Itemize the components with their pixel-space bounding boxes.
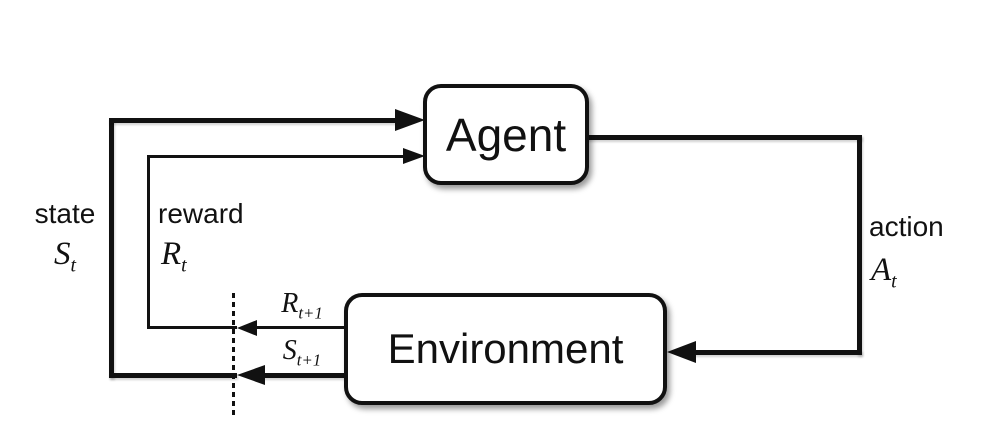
state-symbol: St bbox=[22, 236, 108, 275]
next-reward-symbol-var: R bbox=[281, 288, 299, 319]
next-reward-symbol: Rt+1 bbox=[250, 288, 354, 323]
reward-line-top-horizontal bbox=[147, 155, 405, 158]
action-symbol-subscript: t bbox=[891, 270, 897, 293]
action-line-vertical bbox=[857, 135, 862, 355]
reward-label: reward bbox=[158, 198, 244, 229]
action-line-bottom-horizontal bbox=[692, 350, 862, 355]
reward-symbol: Rt bbox=[161, 236, 187, 275]
state-symbol-subscript: t bbox=[70, 254, 77, 277]
action-symbol-var: A bbox=[871, 252, 892, 288]
environment-node: Environment bbox=[344, 293, 667, 405]
action-label: action bbox=[869, 211, 944, 242]
reward-symbol-subscript: t bbox=[181, 254, 187, 277]
agent-node: Agent bbox=[423, 84, 589, 185]
action-to-environment-arrowhead-icon bbox=[667, 341, 696, 363]
next-reward-symbol-subscript: t+1 bbox=[298, 303, 323, 323]
state-line-top-horizontal bbox=[109, 118, 399, 123]
reward-line-vertical bbox=[147, 155, 150, 329]
reward-line-bottom-right bbox=[255, 326, 348, 329]
agent-node-label: Agent bbox=[445, 108, 567, 161]
next-state-symbol-subscript: t+1 bbox=[296, 350, 322, 370]
next-state-symbol: St+1 bbox=[250, 335, 354, 370]
next-reward-arrowhead-icon bbox=[237, 320, 257, 336]
reward-line-bottom-left bbox=[147, 326, 237, 329]
environment-node-label: Environment bbox=[387, 325, 624, 372]
time-step-boundary-dashed-line bbox=[232, 293, 235, 415]
next-state-arrowhead-icon bbox=[237, 365, 265, 385]
reward-to-agent-arrowhead-icon bbox=[403, 148, 425, 164]
state-line-vertical bbox=[109, 118, 114, 378]
state-to-agent-arrowhead-icon bbox=[395, 109, 425, 131]
next-state-symbol-var: S bbox=[282, 335, 297, 366]
action-line-top-horizontal bbox=[586, 135, 862, 140]
reward-symbol-var: R bbox=[161, 236, 182, 272]
state-symbol-var: S bbox=[54, 236, 71, 272]
state-line-bottom-left bbox=[109, 373, 237, 378]
state-line-bottom-right bbox=[260, 373, 348, 378]
action-symbol: At bbox=[871, 252, 897, 291]
state-label: state bbox=[34, 198, 96, 229]
